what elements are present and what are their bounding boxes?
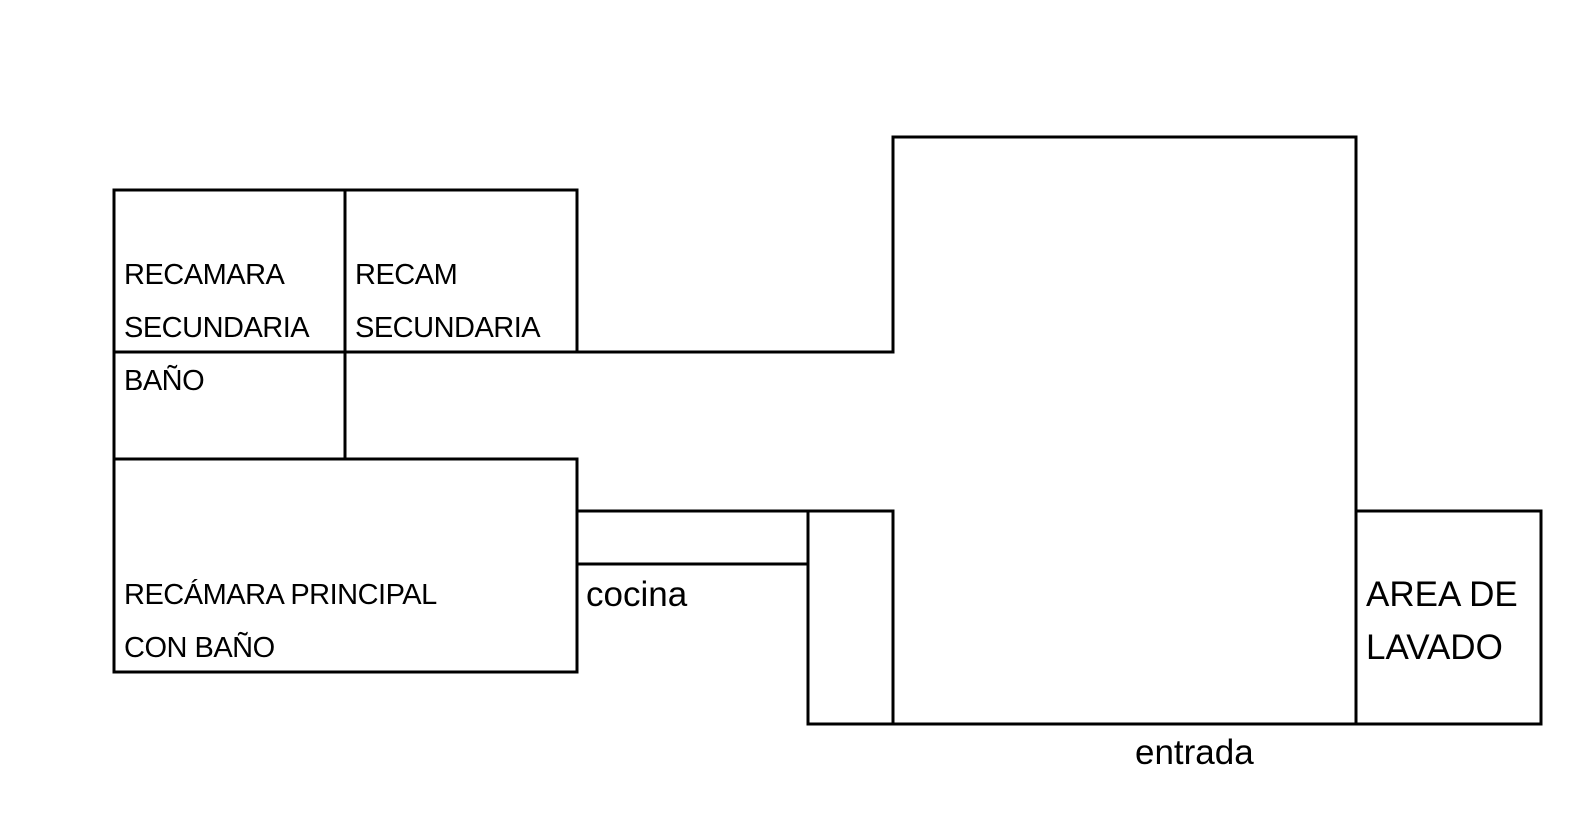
secondary-bedroom-2-label-line1: RECAM [355, 259, 458, 291]
kitchen-counter [575, 509, 810, 566]
bathroom-label: BAÑO [124, 365, 205, 397]
kitchen-label: cocina [586, 575, 688, 614]
secondary-bedroom-1-label-line1: RECAMARA [124, 259, 285, 291]
hallway-top-wall [575, 135, 1358, 726]
secondary-bedroom-2-wall [343, 188, 579, 354]
laundry-area-label-line2: LAVADO [1366, 628, 1503, 667]
entrance-label: entrada [1135, 733, 1254, 772]
kitchen-column [806, 509, 895, 726]
laundry-area-wall [1354, 509, 1543, 726]
secondary-bedroom-1-label-line2: SECUNDARIA [124, 312, 310, 344]
secondary-bedroom-2-label-line2: SECUNDARIA [355, 312, 541, 344]
master-bedroom-label-line2: CON BAÑO [124, 632, 275, 664]
laundry-area-label-line1: AREA DE [1366, 575, 1518, 614]
master-bedroom-label-line1: RECÁMARA PRINCIPAL [124, 579, 437, 611]
